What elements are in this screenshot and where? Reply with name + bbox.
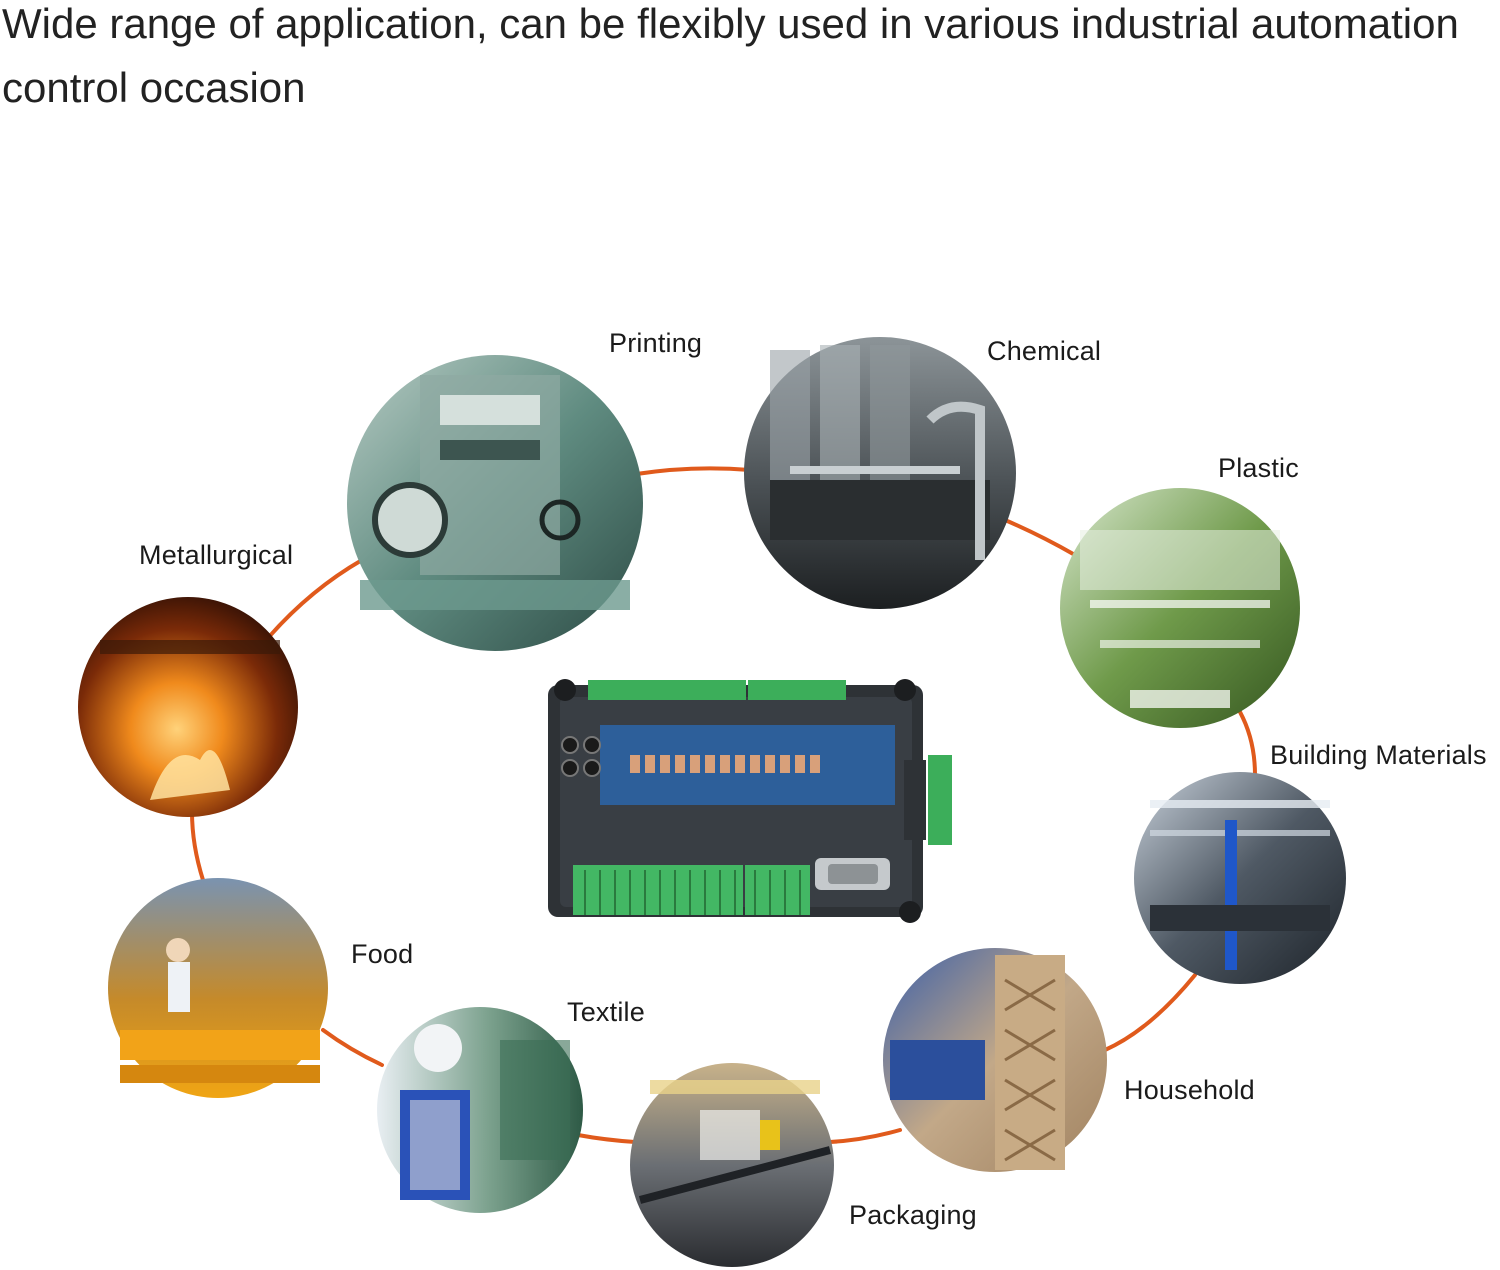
label-textile: Textile [567, 997, 645, 1027]
link-packaging-textile [576, 1133, 637, 1144]
label-metallurgical: Metallurgical [139, 540, 294, 570]
label-household: Household [1124, 1075, 1255, 1105]
label-printing: Printing [609, 328, 703, 358]
headline: Wide range of application, can be flexib… [2, 0, 1459, 111]
link-household-packaging [828, 1128, 902, 1144]
link-plastic-building [1238, 710, 1257, 777]
plastic-photo [1060, 488, 1300, 728]
printing-photo [347, 355, 643, 651]
packaging-photo [630, 1063, 834, 1267]
plc-controller-board [548, 679, 952, 923]
building-materials-photo [1134, 772, 1346, 984]
label-packaging: Packaging [849, 1200, 977, 1230]
link-metallurgical-printing [266, 558, 364, 640]
link-printing-chemical [628, 466, 752, 477]
label-building-materials: Building Materials [1270, 740, 1487, 770]
link-textile-food [321, 1028, 384, 1067]
label-plastic: Plastic [1218, 453, 1299, 483]
metallurgical-photo [78, 597, 298, 817]
link-chemical-plastic [1003, 518, 1077, 557]
household-photo [883, 948, 1107, 1172]
link-food-metallurgical [190, 810, 205, 882]
food-photo [108, 878, 328, 1098]
textile-photo [377, 1007, 583, 1213]
label-chemical: Chemical [987, 336, 1102, 366]
label-food: Food [351, 939, 414, 969]
link-building-household [1103, 973, 1197, 1052]
chemical-photo [744, 337, 1016, 609]
